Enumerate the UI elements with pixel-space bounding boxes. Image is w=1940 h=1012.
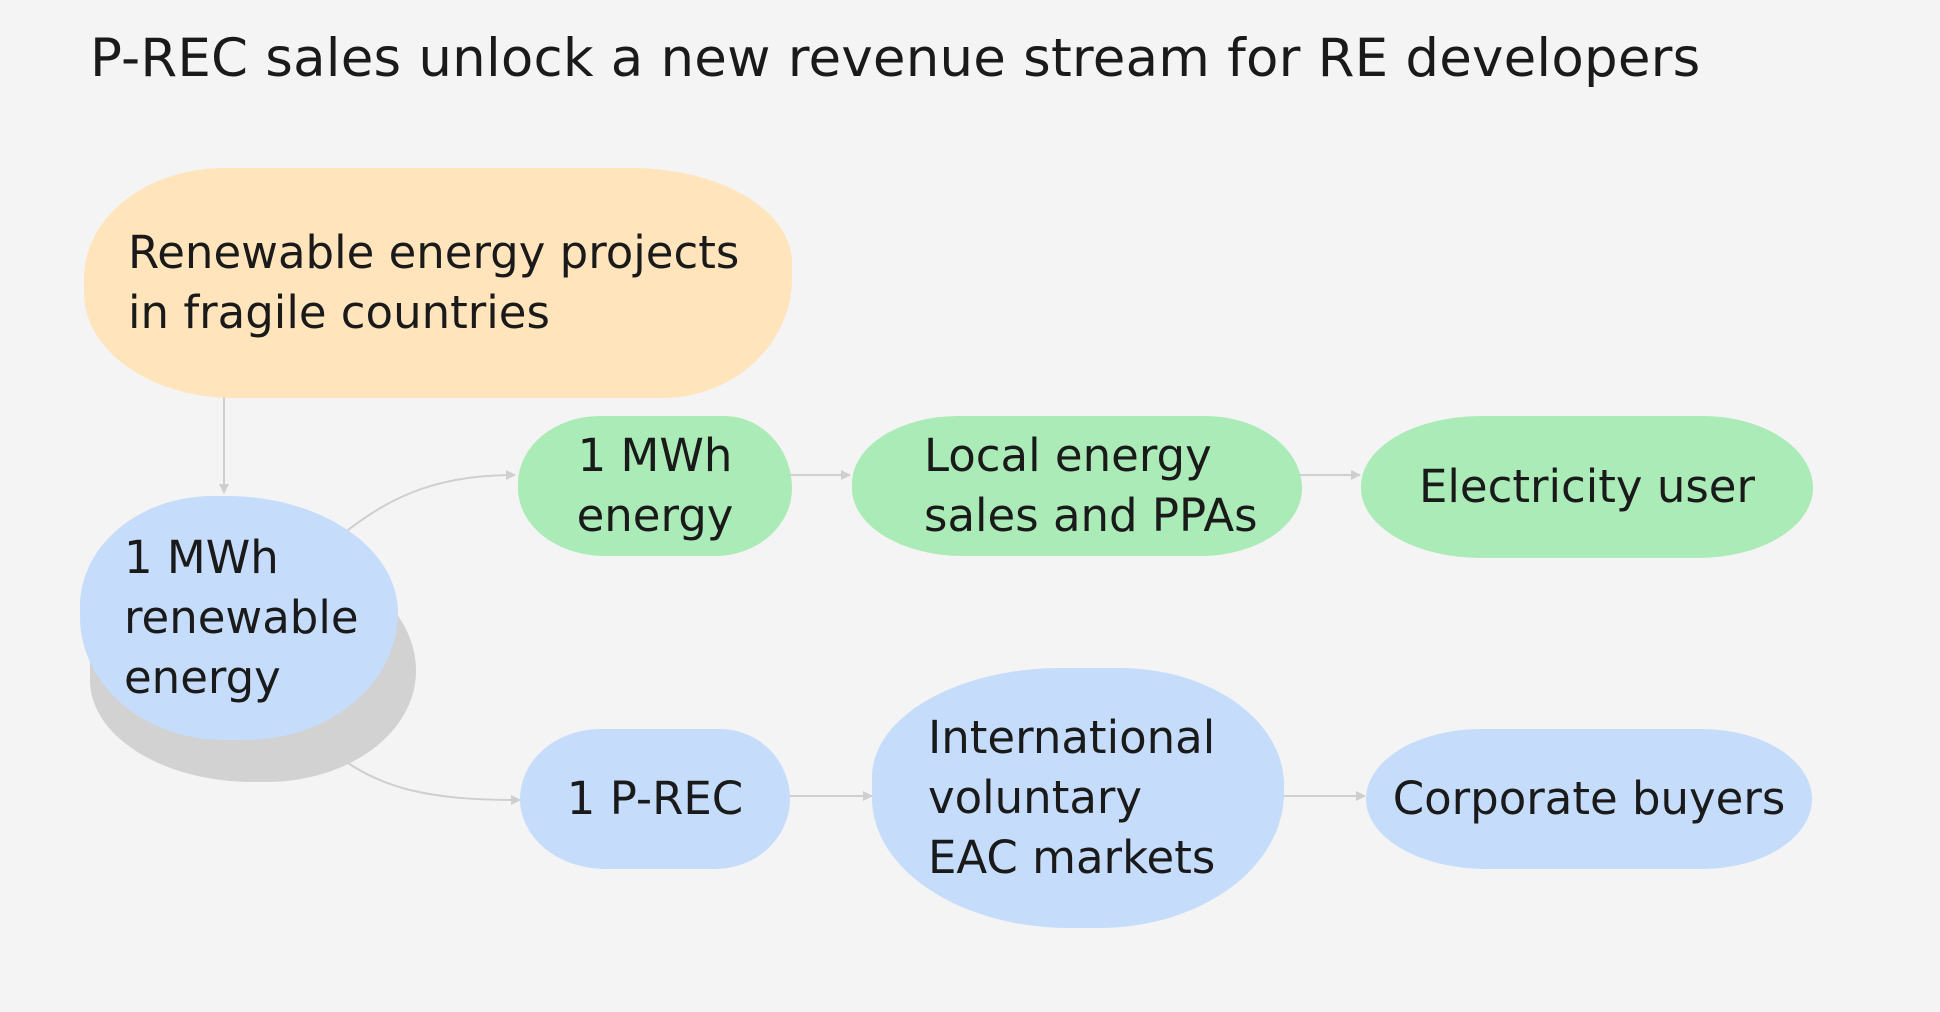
node-prec: 1 P-REC [520,729,790,869]
node-mwh-energy: 1 MWh energy [518,416,792,556]
node-electricity-user-label: Electricity user [1419,460,1755,513]
page-title: P-REC sales unlock a new revenue stream … [90,28,1701,89]
node-local-energy-sales: Local energy sales and PPAs [852,416,1302,556]
node-local-energy-sales-label: Local energy sales and PPAs [924,429,1258,542]
node-eac-markets: International voluntary EAC markets [872,668,1284,928]
node-corporate-buyers: Corporate buyers [1366,729,1812,869]
node-prec-label: 1 P-REC [566,772,744,825]
node-mwh-energy-label: 1 MWh energy [576,429,734,542]
node-renewable-energy: 1 MWh renewable energy [80,496,398,740]
node-renewable-energy-label: 1 MWh renewable energy [124,531,359,704]
node-corporate-buyers-label: Corporate buyers [1392,772,1786,825]
node-eac-markets-label: International voluntary EAC markets [928,711,1216,884]
node-renewable-projects-label: Renewable energy projects in fragile cou… [128,226,740,339]
node-renewable-projects: Renewable energy projects in fragile cou… [84,168,792,398]
node-electricity-user: Electricity user [1361,416,1813,558]
connector-renewable-to-energy [334,470,516,541]
